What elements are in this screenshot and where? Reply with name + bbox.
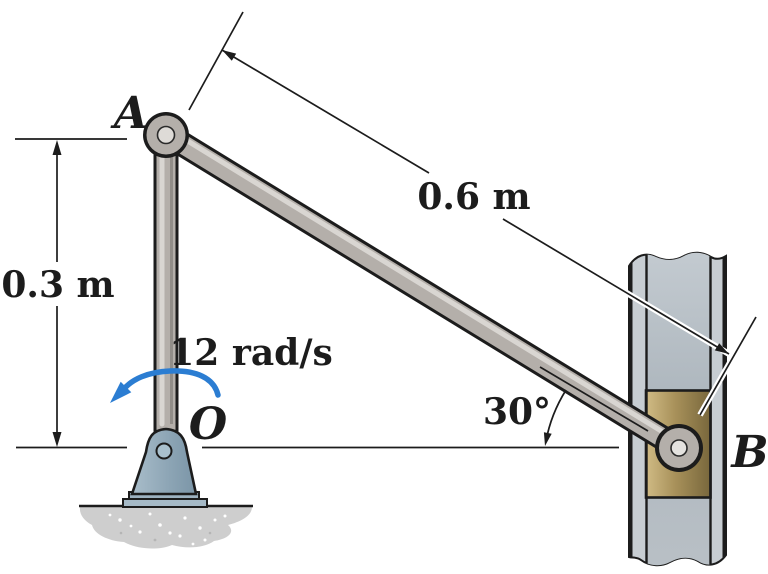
label-dim-0-6m: 0.6 m <box>417 176 530 218</box>
label-angle-30: 30° <box>483 391 551 433</box>
rotation-arrow <box>110 368 221 403</box>
rod-ab <box>153 121 692 461</box>
label-point-o: O <box>189 399 227 450</box>
label-angular-velocity: 12 rad/s <box>169 332 333 374</box>
angle-arrowhead-icon <box>543 432 552 446</box>
dimension-0-3m <box>15 138 127 449</box>
ground-speckles <box>108 512 227 546</box>
pin-a <box>143 112 189 158</box>
arrowhead-down-icon <box>52 432 62 447</box>
angle-30 <box>539 366 649 446</box>
rotation-arrowhead-icon <box>110 381 132 403</box>
label-point-a: A <box>110 88 148 139</box>
angle-reference-line <box>539 366 649 432</box>
pin-b <box>655 424 703 472</box>
extension-line-b <box>699 316 757 416</box>
ground <box>79 504 253 549</box>
arrowhead-up-icon <box>52 140 62 155</box>
dim-arrowhead-icon <box>714 343 729 354</box>
label-dim-0-3m: 0.3 m <box>1 264 114 306</box>
label-point-b: B <box>729 427 768 478</box>
extension-line-a <box>188 11 244 111</box>
pivot-bracket <box>130 427 198 496</box>
vertical-guide <box>628 251 727 567</box>
dimension-0-6m <box>188 11 759 417</box>
bracket-pin-hole <box>155 442 173 460</box>
rod-highlight <box>174 132 674 440</box>
ground-speckles-dark <box>119 531 212 542</box>
crank-oa <box>153 120 179 444</box>
ground-hatch <box>79 507 253 549</box>
rotation-arrow-arc <box>120 368 221 398</box>
dim-arrowhead-icon <box>222 50 237 61</box>
